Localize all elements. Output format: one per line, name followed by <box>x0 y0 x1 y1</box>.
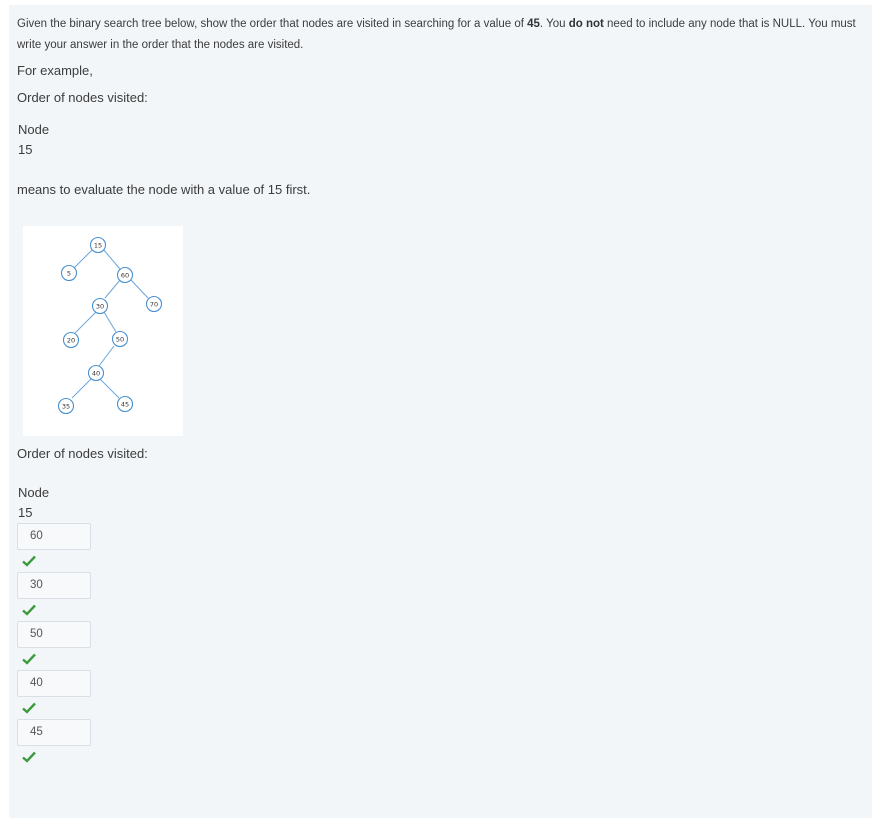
edge-60-30 <box>104 279 121 299</box>
node-15 <box>89 236 107 254</box>
question-text: Given the binary search tree below, show… <box>17 18 856 51</box>
node-label-20: 20 <box>67 337 75 345</box>
checkmark-icon <box>22 555 36 567</box>
edge-40-45 <box>99 378 120 399</box>
node-label-60: 60 <box>121 272 129 280</box>
edge-15-5 <box>72 248 94 270</box>
answer-input-2[interactable]: 30 <box>17 572 91 599</box>
example-explanation: means to evaluate the node with a value … <box>17 182 311 197</box>
answer-order-label: Order of nodes visited: <box>17 446 148 461</box>
node-20 <box>62 331 80 349</box>
example-order-label: Order of nodes visited: <box>17 90 148 105</box>
node-label-5: 5 <box>67 270 71 278</box>
answer-input-3[interactable]: 50 <box>17 621 91 648</box>
node-label-70: 70 <box>150 301 158 309</box>
node-45 <box>116 395 134 413</box>
node-label-30: 30 <box>96 303 104 311</box>
checkmark-icon <box>22 604 36 616</box>
node-label-40: 40 <box>92 370 100 378</box>
example-label: For example, <box>17 63 93 78</box>
edge-60-70 <box>130 279 149 299</box>
answer-node-header: Node <box>18 485 50 500</box>
node-35 <box>57 397 75 415</box>
node-60 <box>116 266 134 284</box>
node-40 <box>87 364 105 382</box>
answer-first-node: 15 <box>18 505 33 520</box>
node-label-50: 50 <box>116 336 124 344</box>
node-label-45: 45 <box>121 401 129 409</box>
edge-30-50 <box>103 311 117 333</box>
edge-50-40 <box>98 345 115 367</box>
checkmark-icon <box>22 653 36 665</box>
answer-input-1[interactable]: 60 <box>17 523 91 550</box>
checkmark-icon <box>22 702 36 714</box>
node-label-15: 15 <box>94 242 102 250</box>
search-value: 45 <box>527 18 540 30</box>
answer-input-5[interactable]: 45 <box>17 719 91 746</box>
bst-diagram: 15 5 60 30 70 20 50 40 35 45 <box>23 226 183 436</box>
edge-40-35 <box>71 378 92 399</box>
example-node-header: Node <box>18 122 50 137</box>
edge-15-60 <box>102 248 121 270</box>
node-label-35: 35 <box>62 403 70 411</box>
node-30 <box>91 297 109 315</box>
checkmark-icon <box>22 751 36 763</box>
node-5 <box>60 264 78 282</box>
answer-input-4[interactable]: 40 <box>17 670 91 697</box>
example-node-value: 15 <box>18 142 33 157</box>
node-50 <box>111 330 129 348</box>
edge-30-20 <box>74 311 97 334</box>
bst-svg: 15 5 60 30 70 20 50 40 35 45 <box>57 236 163 415</box>
node-70 <box>145 295 163 313</box>
emphasis-text: do not <box>568 18 604 30</box>
